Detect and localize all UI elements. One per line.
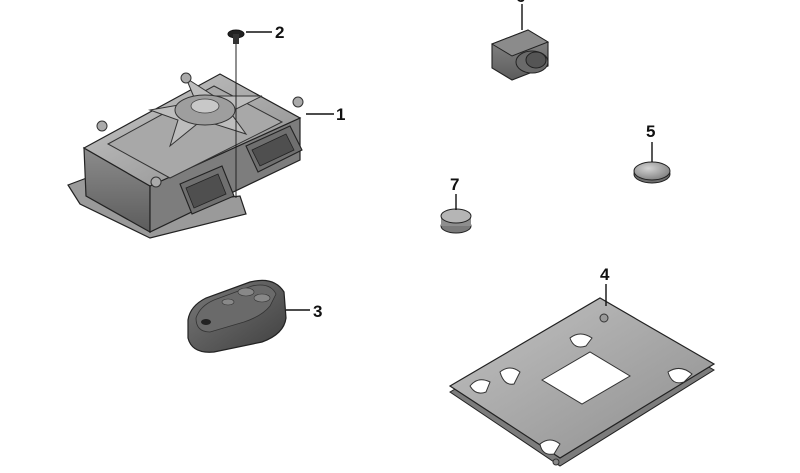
- callouts: 1 2 3 4 5 6 7: [246, 0, 655, 321]
- control-unit: [67, 72, 304, 239]
- mounting-bracket: [448, 297, 716, 467]
- callout-7: 7: [450, 175, 459, 194]
- callout-1: 1: [336, 105, 345, 124]
- callout-3: 3: [313, 302, 322, 321]
- screw: [227, 29, 245, 198]
- coin-battery: [633, 161, 671, 184]
- callout-4: 4: [600, 265, 610, 284]
- callout-2: 2: [275, 23, 284, 42]
- callout-6: 6: [516, 0, 525, 6]
- connector-left: [179, 165, 235, 215]
- button-cap: [490, 29, 550, 81]
- rubber-plug: [440, 208, 472, 234]
- connector-right: [245, 125, 303, 173]
- callout-5: 5: [646, 122, 655, 141]
- remote-key-fob: [187, 279, 287, 353]
